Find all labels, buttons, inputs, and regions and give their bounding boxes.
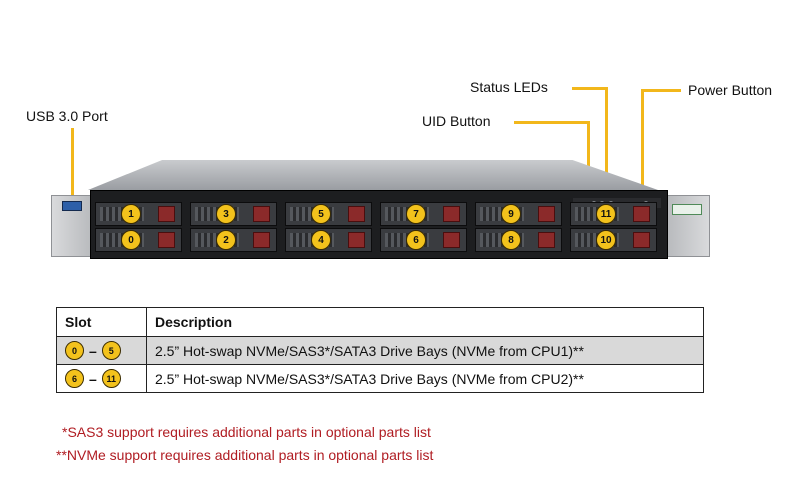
slot-number-badge: 0 xyxy=(121,230,141,250)
uid-button-callout-line-v xyxy=(587,121,590,201)
table-row: 6–11 2.5” Hot-swap NVMe/SAS3*/SATA3 Driv… xyxy=(56,364,704,393)
slot-range-cell: 6–11 xyxy=(56,364,147,393)
drive-latch xyxy=(633,232,650,248)
slot-table: Slot Description 0–5 2.5” Hot-swap NVMe/… xyxy=(56,307,704,393)
footnote-sas3: *SAS3 support requires additional parts … xyxy=(62,424,431,440)
slot-range-cell: 0–5 xyxy=(56,336,147,365)
slot-badge: 5 xyxy=(101,341,121,360)
table-row: 0–5 2.5” Hot-swap NVMe/SAS3*/SATA3 Drive… xyxy=(56,336,704,365)
slot-number-badge: 4 xyxy=(311,230,331,250)
drive-latch xyxy=(633,206,650,222)
power-button-callout-line-v xyxy=(641,89,644,201)
slot-number-badge: 2 xyxy=(216,230,236,250)
server-chassis-top xyxy=(88,160,658,190)
footnote-nvme: **NVMe support requires additional parts… xyxy=(56,447,434,463)
slot-number-badge: 7 xyxy=(406,204,426,224)
power-button-callout-line-h xyxy=(641,89,681,92)
status-leds-label: Status LEDs xyxy=(470,79,548,95)
drive-latch xyxy=(443,232,460,248)
range-dash: – xyxy=(89,342,97,359)
description-cell: 2.5” Hot-swap NVMe/SAS3*/SATA3 Drive Bay… xyxy=(146,364,704,393)
drive-latch xyxy=(348,206,365,222)
slot-number-badge: 1 xyxy=(121,204,141,224)
drive-latch xyxy=(443,206,460,222)
slot-number-badge: 10 xyxy=(596,230,616,250)
usb-port-label: USB 3.0 Port xyxy=(26,108,108,124)
brand-tag xyxy=(672,204,702,215)
status-leds-callout-line-v xyxy=(605,87,608,201)
slot-number-badge: 6 xyxy=(406,230,426,250)
description-header: Description xyxy=(146,307,704,337)
power-button-label: Power Button xyxy=(688,82,773,98)
table-header-row: Slot Description xyxy=(56,307,704,337)
drive-latch xyxy=(158,206,175,222)
uid-button-callout-line-h xyxy=(514,121,590,124)
slot-number-badge: 8 xyxy=(501,230,521,250)
slot-number-badge: 11 xyxy=(596,204,616,224)
slot-header: Slot xyxy=(56,307,147,337)
slot-number-badge: 5 xyxy=(311,204,331,224)
drive-latch xyxy=(253,206,270,222)
drive-latch xyxy=(348,232,365,248)
slot-number-badge: 9 xyxy=(501,204,521,224)
slot-badge: 6 xyxy=(65,369,84,388)
drive-latch xyxy=(538,206,555,222)
drive-latch xyxy=(253,232,270,248)
uid-button-label: UID Button xyxy=(422,113,491,129)
usb-port xyxy=(62,201,82,211)
description-cell: 2.5” Hot-swap NVMe/SAS3*/SATA3 Drive Bay… xyxy=(146,336,704,365)
range-dash: – xyxy=(89,370,97,387)
slot-badge: 0 xyxy=(65,341,84,360)
status-leds-callout-line-h xyxy=(572,87,608,90)
drive-latch xyxy=(538,232,555,248)
slot-badge: 11 xyxy=(101,369,121,388)
drive-latch xyxy=(158,232,175,248)
usb-callout-line xyxy=(71,128,74,202)
slot-number-badge: 3 xyxy=(216,204,236,224)
